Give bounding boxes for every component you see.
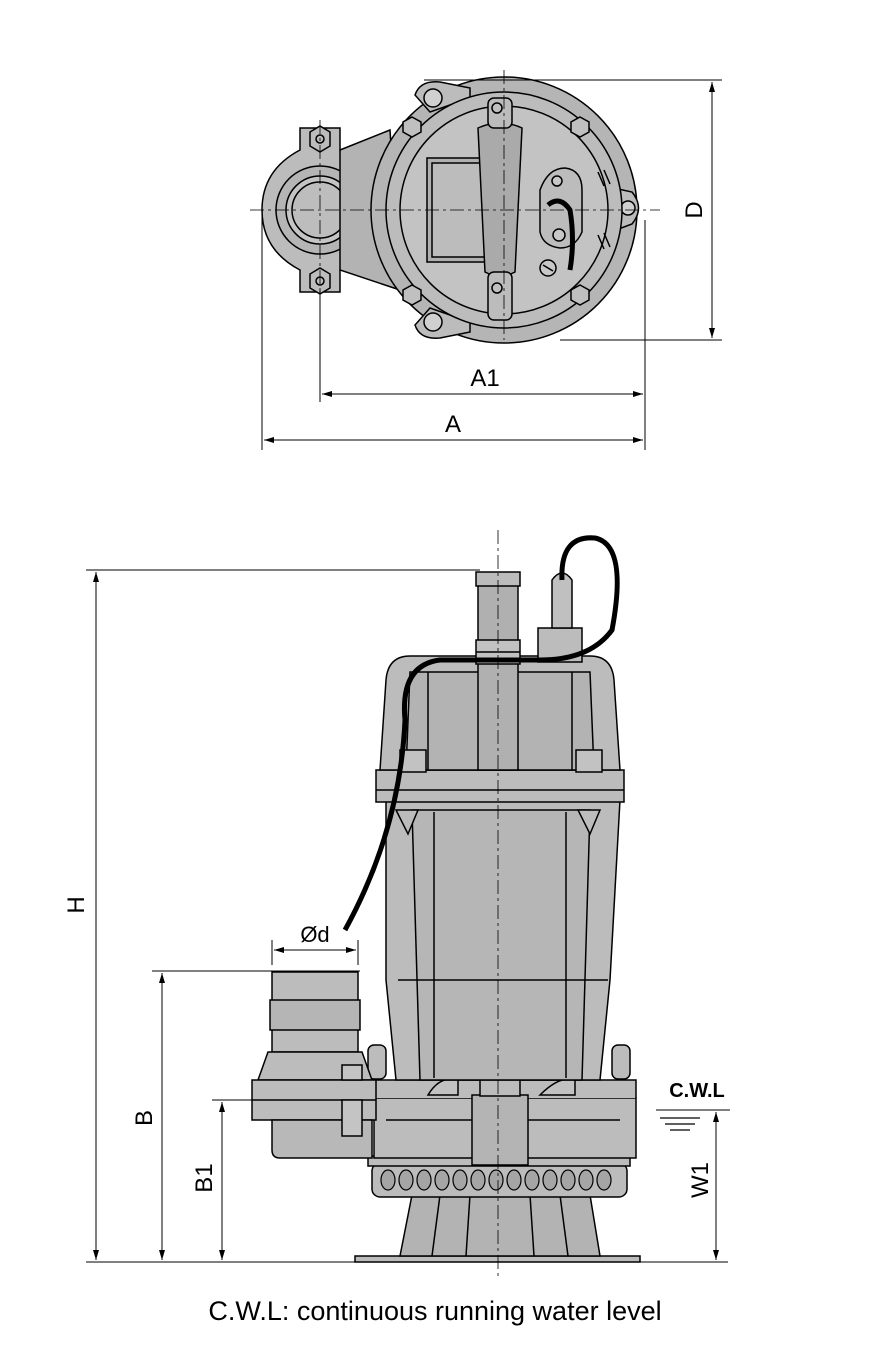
power-cable xyxy=(342,535,620,932)
pump-casing xyxy=(367,1044,637,1166)
water-level-symbol xyxy=(660,1117,700,1131)
discharge-outlet xyxy=(251,971,377,1159)
side-view xyxy=(251,530,641,1280)
top-view xyxy=(250,70,660,344)
top-view-dimensions xyxy=(261,79,722,450)
dimension-label-od: Ød xyxy=(300,922,329,947)
dimension-label-a: A xyxy=(445,411,461,438)
dimension-label-d: D xyxy=(681,201,708,218)
dimension-label-h: H xyxy=(63,896,90,913)
motor-body xyxy=(375,769,625,1081)
caption: C.W.L: continuous running water level xyxy=(208,1296,662,1326)
side-view-dimensions xyxy=(86,569,730,1263)
base-stand xyxy=(354,1194,641,1263)
housing-bolts xyxy=(402,102,590,306)
dimension-label-b: B xyxy=(131,1110,158,1126)
centerlines-top xyxy=(250,70,660,340)
dimension-label-a1: A1 xyxy=(470,365,499,392)
dimension-label-b1: B1 xyxy=(191,1163,218,1192)
dimension-label-w1: W1 xyxy=(687,1162,714,1198)
water-level-label: C.W.L xyxy=(669,1080,725,1102)
